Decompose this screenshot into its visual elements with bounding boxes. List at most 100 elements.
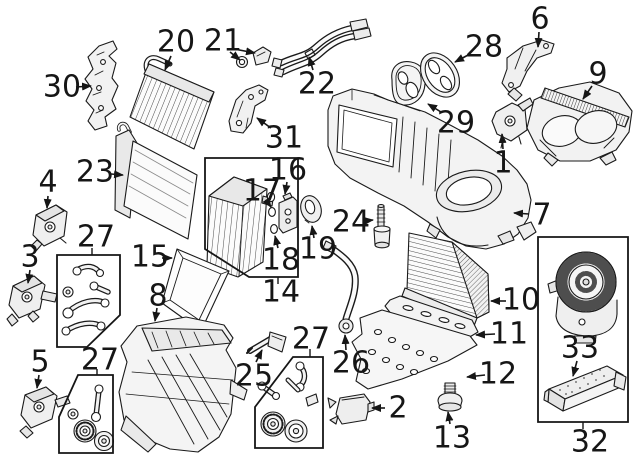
callout-arrow-9 xyxy=(582,85,593,100)
callout-8[interactable]: 8 xyxy=(148,279,168,322)
callout-13[interactable]: 13 xyxy=(433,411,471,456)
callout-23[interactable]: 23 xyxy=(76,155,124,190)
callout-number-22[interactable]: 22 xyxy=(298,67,336,102)
callout-number-1[interactable]: 1 xyxy=(493,146,512,181)
part-filter-cover-11 xyxy=(384,295,479,339)
callout-arrow-4 xyxy=(43,195,52,209)
callout-24[interactable]: 24 xyxy=(332,205,374,240)
callout-29[interactable]: 29 xyxy=(427,103,475,141)
callout-number-10[interactable]: 10 xyxy=(502,283,540,318)
callout-arrow-22 xyxy=(307,56,316,71)
callout-number-17[interactable]: 17 xyxy=(243,174,281,209)
callout-22[interactable]: 22 xyxy=(298,56,336,102)
callout-16[interactable]: 16 xyxy=(269,153,307,195)
callout-number-20[interactable]: 20 xyxy=(157,25,195,60)
callout-number-16[interactable]: 16 xyxy=(269,153,307,188)
callout-number-28[interactable]: 28 xyxy=(465,30,503,65)
callout-number-9[interactable]: 9 xyxy=(588,57,607,92)
callout-arrow-33 xyxy=(571,360,580,377)
callout-5[interactable]: 5 xyxy=(30,345,50,389)
callout-26[interactable]: 26 xyxy=(332,334,370,381)
callout-number-12[interactable]: 12 xyxy=(479,357,517,392)
callout-12[interactable]: 12 xyxy=(466,357,517,392)
callout-33[interactable]: 33 xyxy=(561,331,599,377)
group-box-27-1: 27 xyxy=(58,343,119,454)
part-support-bracket-6 xyxy=(501,39,555,102)
part-temperature-sensor-24 xyxy=(373,203,391,249)
callout-number-8[interactable]: 8 xyxy=(148,279,167,314)
part-evaporator-core-14 xyxy=(206,176,274,278)
callout-number-23[interactable]: 23 xyxy=(76,155,114,190)
callout-6[interactable]: 6 xyxy=(530,2,550,48)
callout-arrow-24 xyxy=(363,217,374,225)
callout-arrow-19 xyxy=(309,225,318,239)
callout-30[interactable]: 30 xyxy=(43,70,92,105)
callout-3[interactable]: 3 xyxy=(20,240,40,284)
callout-number-3[interactable]: 3 xyxy=(20,240,39,275)
callout-arrow-11 xyxy=(475,330,496,339)
part-actuator-motor-4 xyxy=(30,204,68,252)
callout-19[interactable]: 19 xyxy=(299,225,337,267)
group-box-27-2: 27 xyxy=(254,322,330,449)
callout-11[interactable]: 11 xyxy=(475,317,528,352)
callout-9[interactable]: 9 xyxy=(582,57,608,100)
part-o-ring-18 xyxy=(270,224,278,234)
callout-number-4[interactable]: 4 xyxy=(38,165,57,200)
callout-number-13[interactable]: 13 xyxy=(433,421,471,456)
callout-number-29[interactable]: 29 xyxy=(437,106,475,141)
callout-arrow-3 xyxy=(25,269,34,284)
callout-number-11[interactable]: 11 xyxy=(490,317,528,352)
callout-20[interactable]: 20 xyxy=(157,25,195,71)
callout-arrow-1 xyxy=(498,133,507,150)
callout-10[interactable]: 10 xyxy=(490,283,540,318)
callout-31[interactable]: 31 xyxy=(256,117,303,156)
callout-arrow-17 xyxy=(262,197,272,208)
callout-7[interactable]: 7 xyxy=(513,198,552,233)
group-label-32[interactable]: 32 xyxy=(571,425,609,460)
part-air-inlet-cover-9 xyxy=(526,81,633,167)
callout-number-33[interactable]: 33 xyxy=(561,331,599,366)
group-box-32-4: 32 xyxy=(537,236,629,460)
group-box-27-0: 27 xyxy=(56,220,121,348)
group-label-27[interactable]: 27 xyxy=(77,220,115,255)
callout-number-15[interactable]: 15 xyxy=(131,240,169,275)
part-duct-seal-28 xyxy=(419,52,461,98)
callout-number-31[interactable]: 31 xyxy=(265,121,303,156)
callout-number-25[interactable]: 25 xyxy=(235,359,273,394)
callout-2[interactable]: 2 xyxy=(371,391,408,426)
callout-number-26[interactable]: 26 xyxy=(332,346,370,381)
callout-arrow-5 xyxy=(34,374,43,389)
callout-25[interactable]: 25 xyxy=(235,349,273,394)
callout-18[interactable]: 18 xyxy=(262,235,300,278)
callout-arrow-16 xyxy=(282,181,291,195)
group-label-27[interactable]: 27 xyxy=(81,343,119,378)
callout-15[interactable]: 15 xyxy=(131,240,173,275)
parts-layer xyxy=(6,18,633,453)
callout-number-30[interactable]: 30 xyxy=(43,70,81,105)
callout-1[interactable]: 1 xyxy=(493,133,513,181)
callout-arrow-8 xyxy=(152,307,161,322)
callout-number-6[interactable]: 6 xyxy=(530,2,549,37)
callout-4[interactable]: 4 xyxy=(38,165,58,209)
callout-17[interactable]: 17 xyxy=(243,174,281,209)
group-label-14[interactable]: 14 xyxy=(262,275,300,310)
callout-arrow-21 xyxy=(229,51,241,61)
part-duct-seal-29 xyxy=(391,61,426,106)
callout-number-7[interactable]: 7 xyxy=(532,198,551,233)
callout-number-19[interactable]: 19 xyxy=(299,232,337,267)
callout-28[interactable]: 28 xyxy=(454,30,503,65)
callout-arrow-31 xyxy=(256,117,272,129)
callout-21[interactable]: 21 xyxy=(204,24,256,61)
part-hvac-upper-housing-7 xyxy=(327,88,537,250)
callout-number-24[interactable]: 24 xyxy=(332,205,370,240)
group-label-27[interactable]: 27 xyxy=(292,322,330,357)
callout-number-2[interactable]: 2 xyxy=(388,391,407,426)
callout-number-5[interactable]: 5 xyxy=(30,345,49,380)
part-retaining-pin-25 xyxy=(246,331,287,354)
callout-number-18[interactable]: 18 xyxy=(262,243,300,278)
callout-arrow-23 xyxy=(110,170,124,179)
callout-number-21[interactable]: 21 xyxy=(204,24,242,59)
callout-arrow-13 xyxy=(445,411,454,425)
